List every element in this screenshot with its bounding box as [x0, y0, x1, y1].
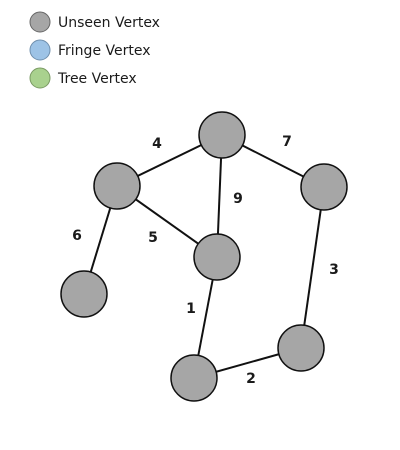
edge-weight-label: 7	[282, 134, 292, 150]
edge-weight-label: 6	[72, 228, 82, 244]
legend-item-unseen: Unseen Vertex	[29, 11, 160, 33]
legend-swatch-unseen	[29, 11, 51, 33]
legend: Unseen Vertex Fringe Vertex Tree Vertex	[29, 11, 160, 89]
legend-label-tree: Tree Vertex	[57, 71, 137, 87]
vertices	[60, 111, 348, 402]
legend-swatch-tree	[29, 67, 51, 89]
vertex	[277, 324, 325, 372]
edge-b-right-lower	[300, 186, 325, 349]
vertex	[198, 111, 246, 159]
legend-label-fringe: Fringe Vertex	[58, 43, 151, 59]
vertex	[300, 163, 348, 211]
edge-weights: 4 7 9 6 5 3 1 2	[72, 134, 339, 387]
edge-weight-label: 4	[152, 136, 162, 152]
vertex	[170, 354, 218, 402]
vertex	[60, 270, 108, 318]
legend-label-unseen: Unseen Vertex	[58, 15, 160, 31]
edge-weight-label: 5	[148, 230, 158, 246]
edge-weight-label: 1	[186, 301, 196, 317]
legend-swatch-fringe	[29, 39, 51, 61]
vertex	[193, 233, 241, 281]
legend-item-fringe: Fringe Vertex	[29, 39, 151, 61]
edge-weight-label: 3	[329, 262, 339, 278]
edge-weight-label: 2	[246, 371, 256, 387]
edge-weight-label: 9	[233, 191, 243, 207]
vertex	[93, 162, 141, 210]
legend-item-tree: Tree Vertex	[29, 67, 137, 89]
